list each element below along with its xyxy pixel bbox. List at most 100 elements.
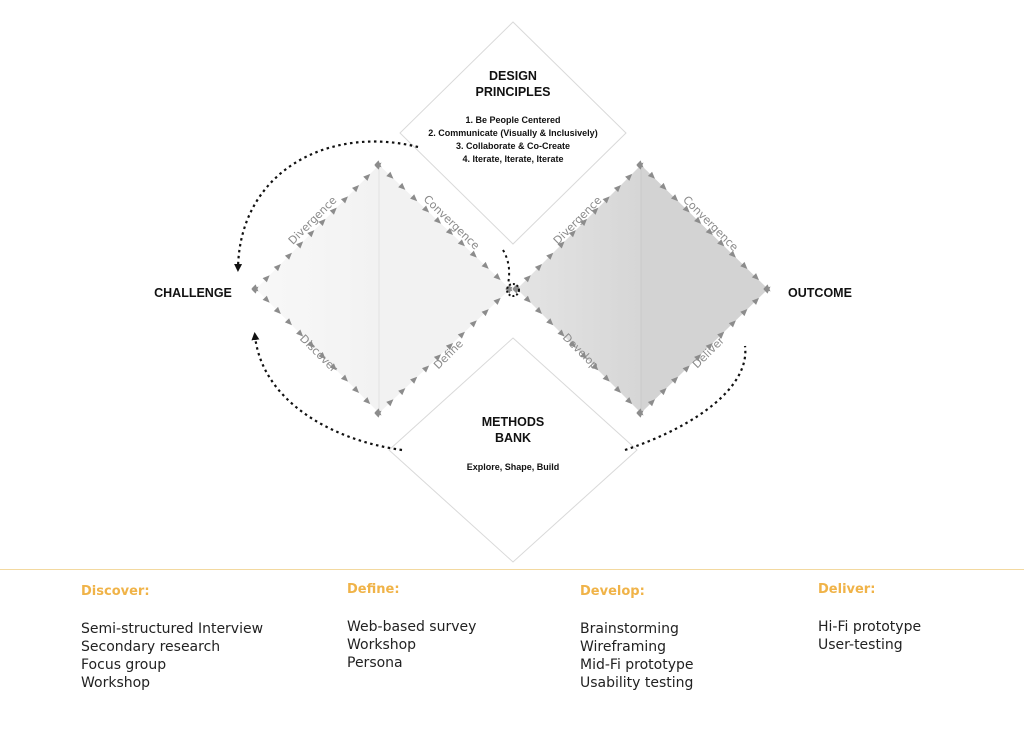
edge-marker (636, 160, 644, 168)
edge-marker (523, 295, 531, 303)
edge-marker (763, 286, 771, 294)
edge-marker (262, 295, 270, 303)
edge-marker (647, 399, 656, 407)
phase-column-develop: Develop: Brainstorming Wireframing Mid-F… (580, 584, 800, 692)
method-item: Workshop (347, 637, 417, 653)
method-item: Mid-Fi prototype (580, 657, 694, 673)
edge-marker (568, 340, 576, 348)
method-item: Wireframing (580, 639, 667, 655)
edge-marker (682, 365, 690, 373)
edge-marker (307, 340, 315, 348)
edge-marker (580, 352, 588, 360)
edge-marker (374, 410, 382, 418)
edge-marker (602, 196, 610, 204)
edge-marker (421, 365, 430, 373)
edge-marker (613, 185, 621, 193)
edge-marker (740, 309, 748, 317)
edge-marker (318, 352, 326, 360)
principle-item: 4. Iterate, Iterate, Iterate (462, 154, 563, 164)
edge-marker (262, 275, 270, 283)
edge-marker (591, 363, 599, 371)
edge-marker (580, 218, 588, 226)
edge-marker (329, 363, 337, 371)
phase-heading: Discover: (81, 584, 150, 599)
section-divider (0, 569, 1024, 570)
edge-marker (751, 297, 760, 305)
method-item: Usability testing (580, 675, 694, 691)
edge-marker (557, 329, 565, 337)
edge-marker (340, 374, 348, 382)
edge-marker (602, 374, 610, 382)
edge-marker (457, 331, 465, 339)
edge-marker (481, 261, 489, 269)
method-item: Focus group (81, 657, 167, 673)
edge-marker (557, 241, 565, 249)
edge-marker (625, 173, 633, 181)
phase-column-discover: Discover: Semi-structured Interview Seco… (81, 584, 301, 692)
edge-marker (433, 354, 442, 362)
edge-marker (284, 318, 292, 326)
top-left-feedback-arrow (234, 140, 419, 272)
edge-marker (410, 194, 418, 202)
edge-marker (445, 342, 454, 350)
design-principles-diamond (399, 21, 627, 245)
methods-subtitle: Explore, Shape, Build (467, 462, 560, 472)
edge-marker (717, 331, 725, 339)
edge-marker (318, 218, 326, 226)
edge-marker (251, 284, 259, 292)
phase-heading: Develop: (580, 584, 645, 599)
challenge-label: CHALLENGE (154, 286, 232, 300)
edge-marker (591, 207, 599, 215)
right-diamond-left-half (517, 165, 641, 413)
phase-heading: Define: (347, 582, 400, 597)
edge-marker (636, 410, 644, 418)
edge-marker (670, 194, 679, 202)
principle-item: 2. Communicate (Visually & Inclusively) (428, 128, 597, 138)
edge-marker (469, 250, 477, 258)
edge-marker (469, 320, 477, 328)
edge-marker (670, 376, 679, 384)
edge-marker (296, 241, 304, 249)
method-item: Hi-Fi prototype (818, 619, 922, 635)
method-item: Web-based survey (347, 619, 477, 635)
edge-marker (363, 397, 371, 405)
edge-marker (705, 342, 713, 350)
right-diamond-right-half (641, 165, 768, 413)
edge-marker (352, 185, 360, 193)
principle-item: 3. Collaborate & Co-Create (456, 141, 570, 151)
method-item: Persona (347, 655, 403, 671)
phase-column-define: Define: Web-based survey Workshop Person… (347, 582, 567, 672)
edge-marker (398, 182, 406, 190)
method-item: User-testing (818, 637, 903, 653)
edge-marker (352, 385, 360, 393)
edge-marker (705, 228, 713, 236)
edge-marker (694, 216, 702, 224)
edge-marker (273, 306, 281, 314)
double-diamond-diagram: DESIGN PRINCIPLES 1. Be People Centered … (154, 21, 852, 563)
edge-marker (307, 230, 315, 238)
edge-marker (523, 275, 531, 283)
edge-marker (740, 261, 748, 269)
edge-marker (613, 385, 621, 393)
edge-marker (717, 239, 725, 247)
center-loop (506, 283, 520, 297)
edge-marker (363, 173, 371, 181)
edge-arrow-markers (251, 160, 771, 418)
edge-marker (546, 318, 554, 326)
edge-marker (659, 182, 667, 190)
edge-marker (410, 376, 418, 384)
method-item: Workshop (81, 675, 151, 691)
center-left-connector (502, 249, 511, 285)
methods-title-line2: BANK (495, 431, 531, 445)
outcome-label: OUTCOME (788, 286, 852, 300)
edge-marker (386, 399, 394, 407)
left-diamond-right-half (379, 165, 510, 413)
edge-marker (340, 196, 348, 204)
method-item: Secondary research (81, 639, 221, 655)
edge-marker (512, 284, 520, 292)
edge-marker (625, 397, 633, 405)
methods-bank-diamond (388, 337, 638, 563)
edge-marker (481, 309, 489, 317)
edge-marker (273, 264, 281, 272)
principles-title-line2: PRINCIPLES (475, 85, 550, 99)
